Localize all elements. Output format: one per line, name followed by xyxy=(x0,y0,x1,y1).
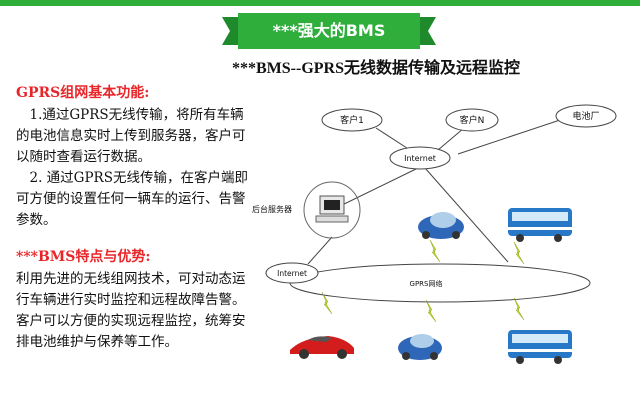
section-bms-title: ***BMS特点与优势: xyxy=(16,249,151,265)
server-label: 后台服务器 xyxy=(252,204,292,214)
client-node-1: 客户1 xyxy=(321,108,383,132)
client-n-label: 客户N xyxy=(460,114,485,126)
wireless-signal-icons xyxy=(321,239,525,323)
lightning-icon xyxy=(321,291,333,315)
section-gprs-title: GPRS组网基本功能: xyxy=(16,85,150,101)
server-computer-icon xyxy=(315,195,349,223)
sports-car-icon xyxy=(290,336,354,359)
server-circle xyxy=(303,181,361,239)
gprs-network-label: GPRS网络 xyxy=(410,279,443,288)
bms-advantages-text: 利用先进的无线组网技术，可对动态运行车辆进行实时监控和远程故障告警。客户可以方便… xyxy=(16,271,246,350)
battery-factory-node: 电池厂 xyxy=(555,104,617,128)
lightning-icon xyxy=(425,299,437,323)
banner-title: ***强大的BMS xyxy=(272,21,386,40)
bus-icon xyxy=(508,208,572,242)
banner-ribbon-shape xyxy=(222,13,436,49)
battery-factory-label: 电池厂 xyxy=(572,110,599,122)
title-banner: ***强大的BMS xyxy=(222,13,436,49)
internet-left-node: Internet xyxy=(265,262,319,284)
internet-top-node: Internet xyxy=(389,146,451,170)
internet-left-label: Internet xyxy=(277,269,307,278)
internet-top-label: Internet xyxy=(404,154,436,163)
lightning-icon xyxy=(513,297,525,321)
diagram-connectors xyxy=(307,119,561,265)
network-diagram-svg: 客户1 客户N 电池厂 Internet 后台服务器 GPRS网络 I xyxy=(252,104,617,364)
client-node-n: 客户N xyxy=(445,108,499,132)
lightning-icon xyxy=(429,239,441,263)
electric-car-icon xyxy=(398,334,442,360)
gprs-feature-2: 2. 通过GPRS无线传输，在客户端即可方便的设置任何一辆车的运行、告警参数。 xyxy=(16,170,248,228)
page-subtitle: ***BMS--GPRS无线数据传输及远程监控 xyxy=(231,60,520,77)
network-diagram: 客户1 客户N 电池厂 Internet 后台服务器 GPRS网络 I xyxy=(250,92,640,407)
lightning-icon xyxy=(513,241,525,265)
bus-icon xyxy=(508,330,572,364)
client-1-label: 客户1 xyxy=(340,114,364,126)
top-stripe xyxy=(0,0,640,6)
left-text-panel: GPRS组网基本功能: 1.通过GPRS无线传输，将所有车辆的电池信息实时上传到… xyxy=(16,82,256,353)
gprs-feature-1: 1.通过GPRS无线传输，将所有车辆的电池信息实时上传到服务器，客户可以随时查看… xyxy=(16,107,246,165)
electric-car-icon xyxy=(418,212,464,239)
